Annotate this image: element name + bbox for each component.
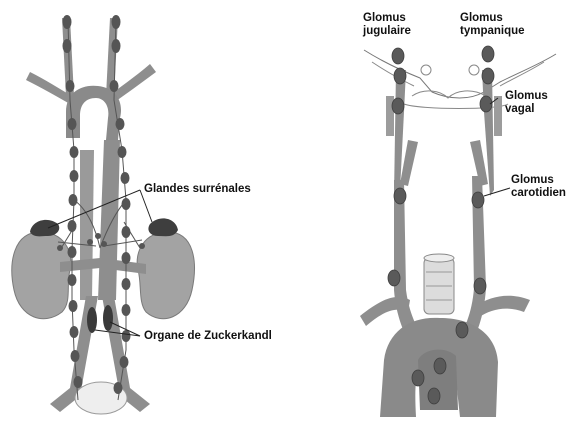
glomus-jugulare-left	[392, 48, 404, 64]
ganglion	[122, 304, 131, 316]
ganglion	[118, 146, 127, 158]
glomus-tympanicum-right	[482, 46, 494, 62]
ganglion	[68, 274, 77, 286]
ganglion	[122, 330, 131, 342]
left-panel-anatomy	[12, 15, 195, 414]
paraganglion	[474, 278, 486, 294]
paraganglion	[412, 370, 424, 386]
label-carotid-line1: Glomus	[511, 174, 566, 187]
ganglion	[139, 243, 145, 249]
right-kidney	[137, 232, 194, 319]
label-jugular-line1: Glomus	[363, 12, 411, 25]
vena-cava	[80, 150, 94, 300]
label-vagal-line1: Glomus	[505, 90, 548, 103]
ganglion	[68, 220, 77, 232]
ganglion	[122, 252, 131, 264]
label-adrenal-text: Glandes surrénales	[144, 183, 251, 195]
ganglion	[122, 278, 131, 290]
glomus-carotid-right	[472, 192, 484, 208]
ganglion	[114, 382, 123, 394]
organ-of-zuckerkandl	[87, 305, 113, 333]
ganglion	[112, 39, 121, 53]
label-zuckerkandl-text: Organe de Zuckerkandl	[144, 330, 272, 342]
glomus-carotid-left	[394, 188, 406, 204]
glomus-jugulare-left-2	[394, 68, 406, 84]
ganglion	[101, 241, 107, 247]
left-external-carotid	[400, 140, 418, 186]
ganglion	[69, 300, 78, 312]
ganglion	[70, 326, 79, 338]
label-glomus-tympanicum: Glomus tympanique	[460, 12, 525, 38]
label-tympanic-line1: Glomus	[460, 12, 525, 25]
paraganglion	[428, 388, 440, 404]
ganglion	[122, 226, 131, 238]
ganglion	[57, 245, 63, 251]
left-adrenal-gland	[30, 220, 59, 236]
ganglion	[112, 15, 121, 29]
ossicle	[421, 65, 431, 75]
paraganglion	[434, 358, 446, 374]
descending-aorta	[98, 140, 120, 300]
glomus-tympanicum-right-2	[482, 68, 494, 84]
label-tympanic-line2: tympanique	[460, 25, 525, 38]
label-glomus-jugulare: Glomus jugulaire	[363, 12, 411, 38]
ganglion	[63, 39, 72, 53]
ganglion	[74, 376, 83, 388]
ganglion	[71, 350, 80, 362]
label-jugular-line2: jugulaire	[363, 25, 411, 38]
aortic-arch	[66, 86, 121, 140]
label-adrenal-glands: Glandes surrénales	[144, 183, 251, 196]
right-vagus	[494, 96, 502, 136]
label-vagal-line2: vagal	[505, 103, 548, 116]
ganglion	[95, 233, 101, 239]
right-adrenal-gland	[148, 218, 178, 236]
trachea-top	[424, 254, 454, 262]
left-kidney	[12, 232, 71, 319]
ganglion	[122, 198, 131, 210]
ganglion	[120, 356, 129, 368]
label-glomus-carotid: Glomus carotidien	[511, 174, 566, 200]
ganglion	[68, 118, 77, 130]
label-glomus-vagal: Glomus vagal	[505, 90, 548, 116]
ganglion	[66, 80, 75, 92]
ganglion	[68, 246, 77, 258]
glomus-vagal-left	[392, 98, 404, 114]
ganglion	[69, 194, 78, 206]
ganglion	[63, 15, 72, 29]
label-organ-of-zuckerkandl: Organe de Zuckerkandl	[144, 330, 272, 343]
ganglion	[110, 80, 119, 92]
ganglion	[70, 170, 79, 182]
ganglion	[87, 239, 93, 245]
ganglion	[121, 172, 130, 184]
ganglion	[70, 146, 79, 158]
paraganglion	[456, 322, 468, 338]
paraganglion	[388, 270, 400, 286]
ganglion	[116, 118, 125, 130]
label-carotid-line2: carotidien	[511, 187, 566, 200]
ossicle	[469, 65, 479, 75]
